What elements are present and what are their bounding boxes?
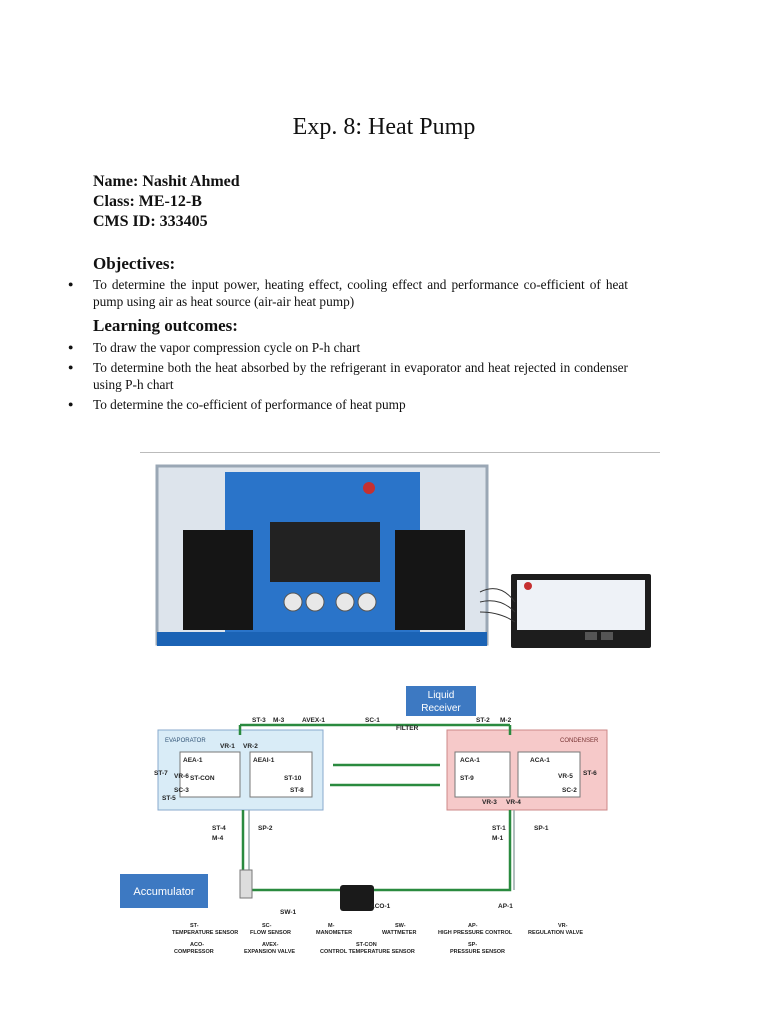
label-vr1: VR-1 bbox=[220, 743, 235, 750]
objectives-list: To determine the input power, heating ef… bbox=[68, 276, 628, 313]
label-aea1: AEA-1 bbox=[183, 757, 203, 764]
student-class: Class: ME-12-B bbox=[93, 193, 202, 210]
svg-text:Receiver: Receiver bbox=[421, 703, 461, 714]
accumulator-label: Accumulator bbox=[133, 886, 194, 898]
label-vr4: VR-4 bbox=[506, 799, 521, 806]
label-sp2: SP-2 bbox=[258, 825, 273, 832]
legend-code: ST- bbox=[190, 923, 199, 929]
legend-desc: REGULATION VALVE bbox=[528, 930, 583, 936]
legend-code: AP- bbox=[468, 923, 478, 929]
label-aca1: ACA-1 bbox=[460, 757, 480, 764]
divider bbox=[140, 452, 660, 453]
legend: ST- TEMPERATURE SENSOR SC- FLOW SENSOR M… bbox=[172, 923, 583, 955]
label-st4: ST-4 bbox=[212, 825, 226, 832]
label-aeai1: AEAI-1 bbox=[253, 757, 275, 764]
legend-desc: EXPANSION VALVE bbox=[244, 949, 295, 955]
legend-desc: MANOMETER bbox=[316, 930, 352, 936]
legend-code: AVEX- bbox=[262, 942, 279, 948]
legend-code: ST-CON bbox=[356, 942, 377, 948]
label-st3: ST-3 bbox=[252, 717, 266, 724]
page-title: Exp. 8: Heat Pump bbox=[292, 114, 476, 140]
label-sc1: SC-1 bbox=[365, 717, 380, 724]
label-sc3: SC-3 bbox=[174, 787, 189, 794]
label-st6: ST-6 bbox=[583, 770, 597, 777]
label-st9: ST-9 bbox=[460, 775, 474, 782]
label-aco1: ACO-1 bbox=[370, 903, 391, 910]
compressor bbox=[340, 885, 374, 911]
label-sc2: SC-2 bbox=[562, 787, 577, 794]
list-item: To determine both the heat absorbed by t… bbox=[68, 359, 628, 393]
evaporator-label: EVAPORATOR bbox=[165, 738, 206, 744]
label-m1: M-1 bbox=[492, 835, 504, 842]
legend-desc: CONTROL TEMPERATURE SENSOR bbox=[320, 949, 415, 955]
label-st2: ST-2 bbox=[476, 717, 490, 724]
label-filter: FILTER bbox=[396, 725, 419, 732]
label-vr3: VR-3 bbox=[482, 799, 497, 806]
legend-code: SP- bbox=[468, 942, 477, 948]
svg-text:Liquid: Liquid bbox=[428, 690, 455, 701]
label-stcon: ST-CON bbox=[190, 775, 215, 782]
legend-desc: PRESSURE SENSOR bbox=[450, 949, 505, 955]
label-st5: ST-5 bbox=[162, 795, 176, 802]
legend-code: SC- bbox=[262, 923, 272, 929]
label-vr6: VR-6 bbox=[174, 773, 189, 780]
legend-code: VR- bbox=[558, 923, 568, 929]
legend-code: SW- bbox=[395, 923, 406, 929]
outcomes-list: To draw the vapor compression cycle on P… bbox=[68, 339, 628, 416]
student-cms-id: CMS ID: 333405 bbox=[93, 213, 208, 230]
label-m3: M-3 bbox=[273, 717, 285, 724]
label-m2: M-2 bbox=[500, 717, 512, 724]
legend-code: M- bbox=[328, 923, 335, 929]
legend-desc: HIGH PRESSURE CONTROL bbox=[438, 930, 513, 936]
list-item: To draw the vapor compression cycle on P… bbox=[68, 339, 628, 356]
label-vr2: VR-2 bbox=[243, 743, 258, 750]
liquid-receiver-box bbox=[406, 686, 476, 716]
condenser-label: CONDENSER bbox=[560, 738, 599, 744]
label-m4: M-4 bbox=[212, 835, 224, 842]
legend-desc: FLOW SENSOR bbox=[250, 930, 291, 936]
outcomes-heading: Learning outcomes: bbox=[93, 316, 238, 335]
list-item: To determine the co-efficient of perform… bbox=[68, 396, 628, 413]
label-avex1: AVEX-1 bbox=[302, 717, 325, 724]
legend-desc: WATTMETER bbox=[382, 930, 416, 936]
accumulator-box bbox=[120, 874, 208, 908]
heat-pump-schematic: EVAPORATOR CONDENSER Liquid Receiver Acc… bbox=[40, 680, 740, 970]
label-st10: ST-10 bbox=[284, 775, 302, 782]
legend-code: ACO- bbox=[190, 942, 204, 948]
label-aca1b: ACA-1 bbox=[530, 757, 550, 764]
legend-desc: COMPRESSOR bbox=[174, 949, 214, 955]
label-ap1: AP-1 bbox=[498, 903, 513, 910]
label-vr5: VR-5 bbox=[558, 773, 573, 780]
label-sp1: SP-1 bbox=[534, 825, 549, 832]
student-name: Name: Nashit Ahmed bbox=[93, 173, 240, 190]
label-sw1: SW-1 bbox=[280, 909, 297, 916]
heat-pump-equipment-photo bbox=[155, 464, 651, 648]
student-info: Name: Nashit Ahmed Class: ME-12-B CMS ID… bbox=[93, 172, 240, 232]
label-st7: ST-7 bbox=[154, 770, 168, 777]
legend-desc: TEMPERATURE SENSOR bbox=[172, 930, 238, 936]
label-st8: ST-8 bbox=[290, 787, 304, 794]
objectives-heading: Objectives: bbox=[93, 254, 176, 273]
label-st1: ST-1 bbox=[492, 825, 506, 832]
list-item: To determine the input power, heating ef… bbox=[68, 276, 628, 310]
